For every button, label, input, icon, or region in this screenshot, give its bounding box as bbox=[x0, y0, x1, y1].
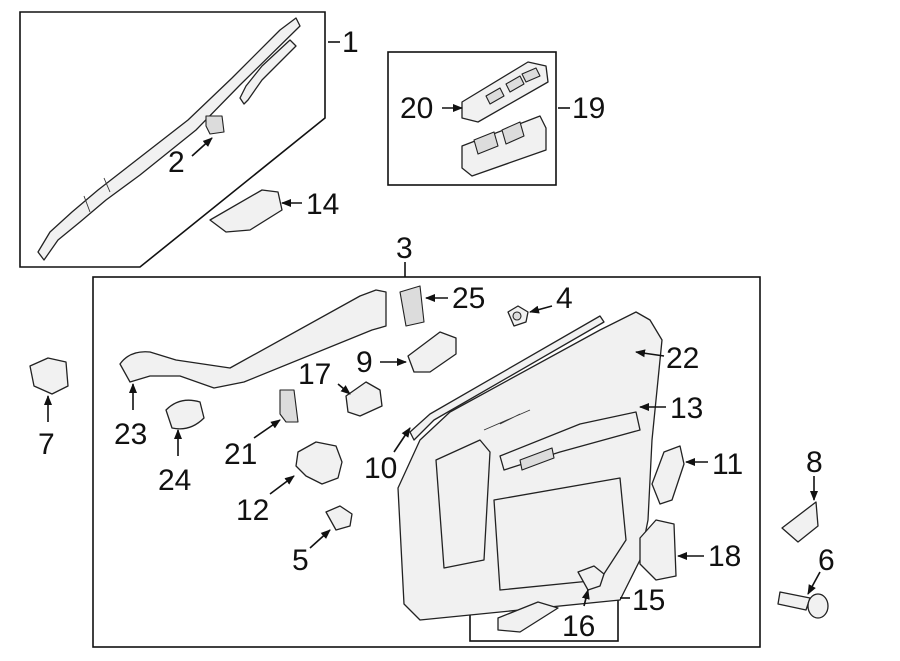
callout-22: 22 bbox=[666, 342, 699, 375]
callout-23: 23 bbox=[114, 418, 147, 451]
leader-17 bbox=[337, 383, 351, 395]
part-2-clip bbox=[205, 115, 225, 135]
callout-3: 3 bbox=[396, 232, 413, 265]
leader-4 bbox=[529, 305, 553, 314]
leader-10 bbox=[393, 427, 411, 453]
part-24-cup bbox=[165, 399, 205, 430]
callout-24: 24 bbox=[158, 464, 191, 497]
leader-22 bbox=[635, 349, 665, 358]
part-19-switch-body bbox=[461, 115, 547, 177]
leader-6 bbox=[807, 571, 821, 595]
part-17-pad bbox=[345, 381, 383, 417]
callout-21: 21 bbox=[224, 438, 257, 471]
part-9-bracket bbox=[407, 331, 457, 373]
callout-25: 25 bbox=[452, 282, 485, 315]
part-12-bracket bbox=[295, 441, 343, 485]
callout-8: 8 bbox=[806, 446, 823, 479]
part-8-cap bbox=[781, 501, 819, 543]
callout-17: 17 bbox=[298, 358, 331, 391]
callout-15: 15 bbox=[632, 584, 665, 617]
part-4-screw bbox=[507, 305, 529, 327]
callout-6: 6 bbox=[818, 544, 835, 577]
part-3-door-panel bbox=[397, 311, 663, 621]
part-25-clip bbox=[399, 285, 425, 327]
leader-5 bbox=[309, 529, 331, 549]
part-14-pad bbox=[209, 189, 283, 233]
callout-11: 11 bbox=[712, 448, 743, 481]
leader-21 bbox=[253, 419, 281, 439]
part-16-bulb bbox=[577, 565, 605, 591]
callout-20: 20 bbox=[400, 92, 433, 125]
part-15-lens bbox=[497, 601, 559, 633]
part-21-clip bbox=[279, 389, 299, 423]
callout-19: 19 bbox=[572, 92, 605, 125]
part-23-handle bbox=[119, 289, 387, 389]
callout-9: 9 bbox=[356, 346, 373, 379]
callout-16: 16 bbox=[562, 610, 595, 643]
leader-2 bbox=[191, 137, 213, 157]
callout-7: 7 bbox=[38, 428, 55, 461]
leader-16 bbox=[581, 589, 590, 607]
part-18-module bbox=[639, 519, 677, 581]
callout-4: 4 bbox=[556, 282, 573, 315]
leader-12 bbox=[269, 475, 295, 495]
part-11-bracket bbox=[651, 445, 685, 505]
callout-2: 2 bbox=[168, 146, 185, 179]
callout-14: 14 bbox=[306, 188, 339, 221]
part-1-garnish bbox=[37, 17, 301, 261]
callout-5: 5 bbox=[292, 544, 309, 577]
part-7-clip bbox=[29, 357, 69, 395]
callout-18: 18 bbox=[708, 540, 741, 573]
part-20-switch-bezel bbox=[461, 61, 549, 123]
callout-12: 12 bbox=[236, 494, 269, 527]
callout-1: 1 bbox=[342, 26, 359, 59]
callout-10: 10 bbox=[364, 452, 397, 485]
part-5-screw bbox=[325, 505, 353, 531]
part-6-plug bbox=[777, 591, 829, 619]
callout-13: 13 bbox=[670, 392, 703, 425]
